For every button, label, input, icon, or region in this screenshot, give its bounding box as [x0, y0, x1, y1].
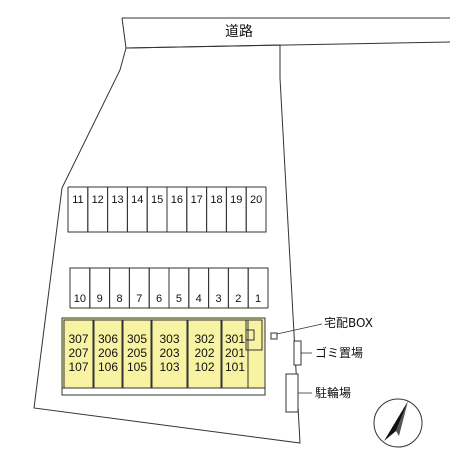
parking-bottom-number: 1: [255, 293, 261, 305]
parking-bottom-number: 7: [136, 293, 142, 305]
parking-bottom-number: 5: [176, 293, 182, 305]
parking-top-number: 19: [230, 194, 242, 206]
parking-top-number: 14: [131, 194, 143, 206]
parking-top-number: 17: [191, 194, 203, 206]
unit-number: 201: [225, 346, 245, 360]
parking-top-slot: 15: [146, 187, 168, 233]
unit-number: 307: [68, 332, 88, 346]
garbage-label: ゴミ置場: [315, 345, 363, 360]
unit-number: 101: [225, 360, 245, 374]
parking-bottom-number: 2: [235, 293, 241, 305]
unit-number: 106: [98, 360, 118, 374]
parking-bottom-slot: 8: [109, 267, 130, 308]
parking-top-slot: 19: [225, 187, 247, 233]
parking-top-number: 11: [72, 194, 83, 206]
parking-bottom-number: 9: [97, 293, 103, 305]
unit-number: 203: [159, 346, 179, 360]
building-base: [61, 387, 266, 396]
unit-number: 207: [68, 346, 88, 360]
parking-top-slot: 17: [186, 187, 208, 233]
parking-bottom-slot: 2: [227, 267, 249, 308]
bicycle-parking: 駐輪場: [285, 373, 351, 413]
parking-bottom-slot: 4: [188, 267, 210, 308]
unit-number: 103: [159, 360, 179, 374]
parking-bottom-number: 6: [156, 293, 162, 305]
building: 3072071073062061063052051053032031033022…: [61, 317, 266, 396]
entrance-mark: [245, 329, 255, 341]
parking-top-number: 13: [111, 194, 123, 206]
unit-number: 303: [159, 332, 179, 346]
parking-bottom-slot: 6: [148, 267, 170, 308]
parking-top-number: 16: [171, 194, 183, 206]
unit-number: 301: [225, 332, 245, 346]
parking-top-slot: 20: [245, 187, 267, 233]
parking-bottom-slot: 3: [208, 267, 229, 308]
parking-bottom-number: 8: [116, 293, 122, 305]
bicycle-label: 駐輪場: [315, 385, 351, 400]
unit-number: 107: [68, 360, 88, 374]
parking-top-number: 20: [250, 194, 262, 206]
parking-bottom-slot: 1: [247, 267, 269, 308]
unit-number: 105: [127, 360, 147, 374]
unit-number: 102: [194, 360, 214, 374]
bicycle-icon: [285, 373, 299, 413]
parking-row-bottom: 10 9 8 7 6 5 4 3 2 1: [69, 267, 269, 309]
site-boundary: [33, 44, 301, 444]
parking-top-slot: 16: [166, 187, 188, 233]
unit-number: 302: [194, 332, 214, 346]
parking-row-top: 11 12 13 14 15 16 17 18 19 20: [67, 186, 267, 233]
parking-top-slot: 14: [126, 187, 148, 233]
parking-bottom-number: 4: [196, 293, 202, 305]
road-label: 道路: [225, 24, 253, 40]
parking-top-slot: 11: [67, 187, 89, 233]
delivery-box-icon: [270, 332, 278, 340]
delivery-box: 宅配BOX: [270, 315, 373, 340]
parking-bottom-number: 10: [74, 293, 86, 305]
unit-columns: 3072071073062061063052051053032031033022…: [63, 319, 249, 389]
unit-number: 306: [98, 332, 118, 346]
garbage-area: ゴミ置場: [293, 340, 363, 366]
parking-top-number: 12: [92, 194, 104, 206]
parking-top-number: 15: [151, 194, 163, 206]
parking-bottom-slot: 5: [168, 267, 190, 308]
parking-top-slot: 12: [87, 187, 109, 233]
parking-top-slot: 18: [206, 187, 227, 233]
unit-number: 205: [127, 346, 147, 360]
parking-bottom-slot: 10: [69, 267, 91, 308]
garbage-icon: [293, 340, 302, 366]
road: 道路: [121, 17, 450, 49]
unit-number: 206: [98, 346, 118, 360]
parking-bottom-slot: 7: [128, 267, 150, 308]
parking-bottom-number: 3: [215, 293, 221, 305]
unit-number: 305: [127, 332, 147, 346]
delivery-box-label: 宅配BOX: [324, 315, 373, 330]
north-arrow-icon: [373, 398, 423, 448]
parking-top-slot: 13: [107, 187, 128, 233]
parking-bottom-slot: 9: [89, 267, 111, 308]
unit-number: 202: [194, 346, 214, 360]
parking-top-number: 18: [210, 194, 222, 206]
